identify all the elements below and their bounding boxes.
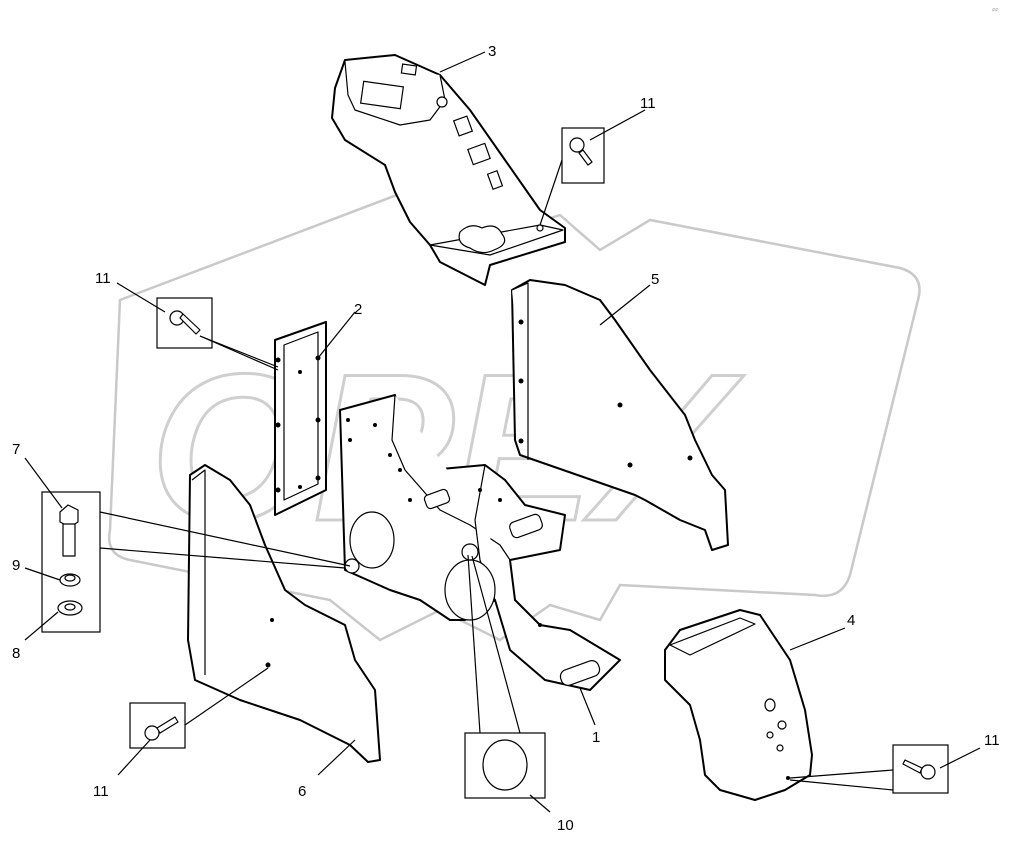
inset-screw-right [789, 744, 949, 794]
callout-11-top: 11 [640, 95, 656, 112]
callout-2: 2 [354, 301, 362, 318]
part-1-main-frame [339, 394, 621, 691]
inset-plug [464, 554, 546, 799]
callout-8: 8 [12, 645, 20, 662]
callout-4: 4 [847, 612, 855, 629]
leader-11-top [589, 109, 646, 141]
callout-5: 5 [651, 271, 659, 288]
leader-8 [24, 611, 59, 641]
leader-5 [599, 284, 651, 326]
inset-screw-top [539, 127, 605, 226]
leader-7 [24, 457, 63, 509]
part-3-upper-cover [331, 54, 566, 286]
callout-10: 10 [557, 817, 574, 834]
callout-11-bottom-left: 11 [93, 783, 109, 800]
callout-9: 9 [12, 557, 20, 574]
leader-1 [579, 687, 596, 726]
inset-screw-left [156, 297, 279, 371]
leader-11-right [939, 747, 981, 769]
part-5-right-side-panel [511, 279, 729, 551]
callout-7: 7 [12, 441, 20, 458]
corner-mark: ⸗⸗ [992, 4, 998, 14]
callout-11-left: 11 [95, 270, 111, 287]
leader-11-bottom-left [117, 739, 151, 776]
callout-6: 6 [298, 783, 306, 800]
callout-1: 1 [592, 729, 600, 746]
leader-4 [789, 627, 846, 651]
callout-11-right: 11 [984, 732, 1000, 749]
inset-screw-bottom-left [129, 667, 269, 749]
callout-3: 3 [488, 43, 496, 60]
part-2-bracket-plate [274, 321, 327, 516]
leader-11-left [116, 282, 166, 313]
inset-bolt-washer [41, 491, 351, 633]
leader-6 [317, 739, 356, 776]
leader-9 [24, 567, 61, 581]
leader-10 [529, 794, 551, 813]
part-4-right-cover [664, 609, 813, 801]
part-6-left-side-panel [187, 464, 381, 763]
leader-2 [317, 311, 356, 359]
leader-3 [439, 51, 486, 73]
